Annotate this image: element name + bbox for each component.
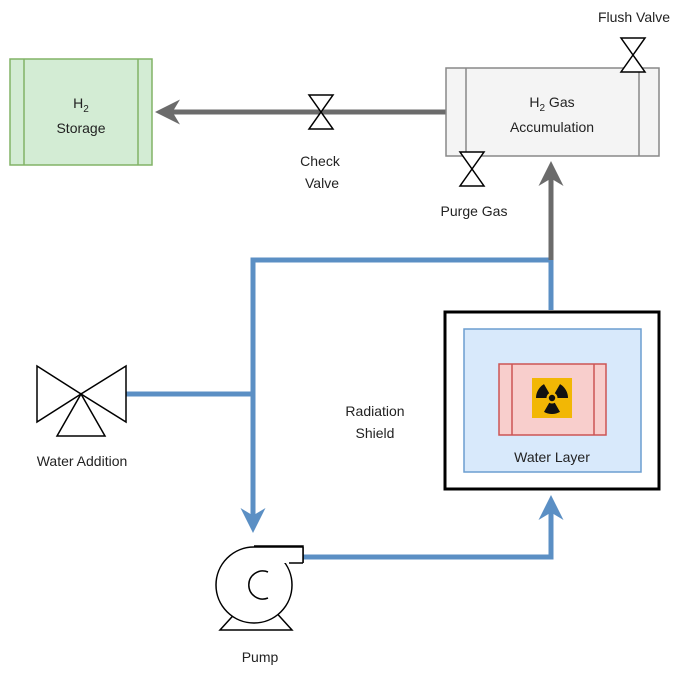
h2-storage-tank: H2 Storage: [9, 58, 153, 166]
h2-gas-accumulation-tank: H2 Gas Accumulation: [445, 67, 660, 157]
gas-piping: [155, 99, 564, 260]
water-piping: [126, 257, 564, 560]
check-valve-label-line1: Check: [300, 153, 341, 169]
check-valve-icon: [307, 94, 335, 130]
purge-gas-label: Purge Gas: [441, 203, 508, 219]
radiation-trefoil-icon: [532, 378, 572, 418]
radiation-shield-label-line1: Radiation: [345, 403, 404, 419]
water-addition-label: Water Addition: [37, 453, 128, 469]
storage-label: Storage: [56, 120, 105, 136]
water-layer-label: Water Layer: [514, 449, 590, 465]
three-way-valve-icon: [36, 364, 127, 437]
purge-gas-valve-icon: [458, 151, 486, 187]
flush-valve-label: Flush Valve: [598, 9, 670, 25]
water-line-pump-to-shield: [300, 495, 564, 560]
pump-label: Pump: [242, 649, 279, 665]
storage-h2-label: H2: [73, 95, 89, 115]
check-valve-label-line2: Valve: [305, 175, 339, 191]
accumulation-label: Accumulation: [510, 119, 594, 135]
flush-valve-icon: [619, 37, 647, 73]
accumulation-h2-gas-label: H2 Gas: [529, 94, 574, 114]
radiation-shield-label-line2: Shield: [356, 425, 395, 441]
centrifugal-pump-icon: [215, 545, 304, 631]
